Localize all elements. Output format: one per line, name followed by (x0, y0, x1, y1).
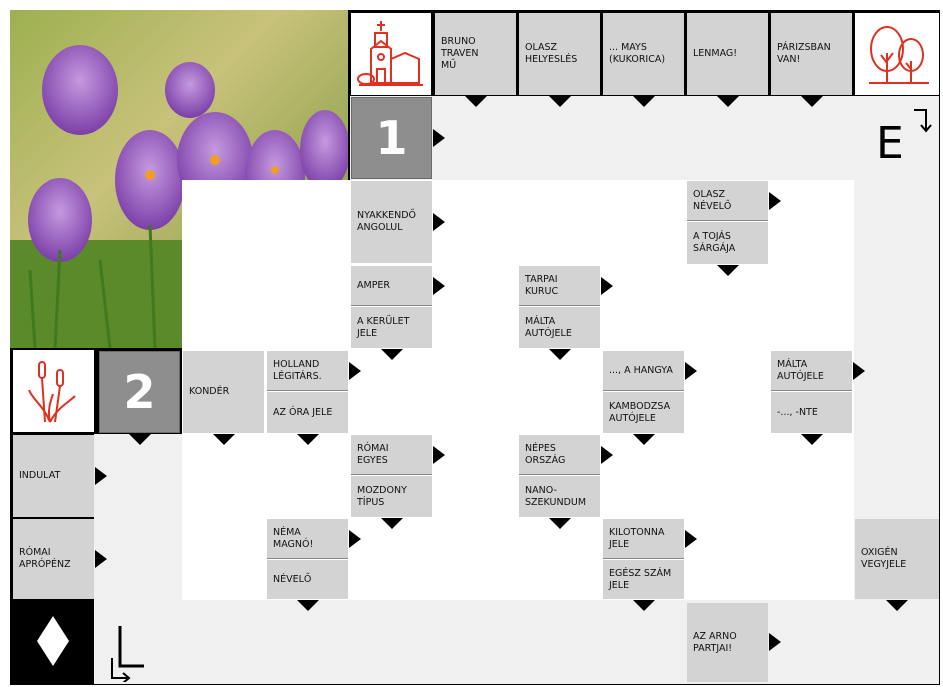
answer-area[interactable] (350, 96, 939, 180)
arrow-down-icon (801, 96, 823, 107)
clue-tojas-sargaja: A TOJÁS SÁRGÁJA (687, 222, 768, 264)
clue-bruno-traven: BRUNO TRAVEN MŰ (435, 13, 516, 95)
arrow-down-icon (717, 96, 739, 107)
arrow-right-icon (349, 362, 361, 380)
clue-kilotonna: KILOTONNA JELE (603, 519, 684, 559)
clue-lenmag: LENMAG! (687, 13, 768, 95)
church-icon (357, 21, 423, 86)
clue-hangya: ..., A HANGYA (603, 351, 684, 391)
arrow-right-icon (685, 530, 697, 548)
arrow-right-icon (769, 633, 781, 651)
arrow-down-icon (381, 349, 403, 360)
reeds-icon-cell (13, 350, 94, 432)
clue-nanoszekundum: NANO- SZEKUNDUM (519, 476, 600, 517)
crossword-board: 1 2 E BRUNO TRAVEN MŰ OLASZ HELYESLÉS ..… (10, 10, 940, 685)
number-1: 1 (351, 97, 432, 179)
arrow-down-icon (549, 96, 571, 107)
arrow-right-icon (95, 467, 107, 485)
arrow-down-icon (886, 600, 908, 611)
diamond-cell (13, 600, 94, 682)
clue-kambodzsa: KAMBODZSA AUTÓJELE (603, 392, 684, 433)
number-2: 2 (99, 351, 180, 433)
clue-nyakkendo: NYAKKENDŐ ANGOLUL (351, 181, 432, 263)
clue-amper: AMPER (351, 266, 432, 306)
clue-romai-apropenz: RÓMAI APRÓPÉNZ (13, 519, 94, 599)
arrow-right-icon (433, 277, 445, 295)
arrow-down-icon (633, 434, 655, 445)
clue-parizsban: PÁRIZSBAN VAN! (771, 13, 852, 95)
arrow-right-icon (769, 192, 781, 210)
arrow-right-icon (685, 362, 697, 380)
clue-oxigen: OXIGÉN VEGYJELE (855, 519, 939, 599)
clue-malta-1: MÁLTA AUTÓJELE (519, 307, 600, 348)
clue-egesz-szam: EGÉSZ SZÁM JELE (603, 560, 684, 599)
reeds-icon (28, 361, 76, 423)
arrow-right-icon (95, 550, 107, 568)
arrow-right-icon (433, 129, 445, 147)
clue-olasz-nevelo: OLASZ NÉVELŐ (687, 181, 768, 221)
arrow-down-icon (633, 600, 655, 611)
clue-mays: ... MAYS (KUKORICA) (603, 13, 684, 95)
down-turn-arrow-icon (914, 109, 932, 133)
arrow-down-icon (297, 434, 319, 445)
arrow-right-icon (433, 213, 445, 231)
clue-nte: -..., -NTE (771, 392, 852, 433)
clue-indulat: INDULAT (13, 435, 94, 517)
arrow-down-icon (717, 265, 739, 276)
clue-konder: KONDÉR (183, 351, 264, 433)
clue-malta-2: MÁLTA AUTÓJELE (771, 351, 852, 391)
arrow-down-icon (297, 600, 319, 611)
arrow-right-icon (433, 446, 445, 464)
arrow-right-icon (349, 530, 361, 548)
answer-area[interactable] (854, 180, 939, 434)
clue-nevelo: NÉVELŐ (267, 560, 348, 599)
clue-arno: AZ ARNO PARTJAI! (687, 603, 768, 682)
start-letter: E (876, 118, 904, 169)
clue-nema-magno: NÉMA MAGNÓ! (267, 519, 348, 559)
arrow-right-icon (853, 362, 865, 380)
clue-holland: HOLLAND LÉGITÁRS. (267, 351, 348, 391)
clue-romai-egyes: RÓMAI EGYES (351, 435, 432, 475)
arrow-down-icon (549, 349, 571, 360)
end-corner-icon (111, 626, 144, 682)
answer-area[interactable] (94, 434, 182, 600)
trees-icon (869, 26, 929, 84)
arrow-down-icon (213, 434, 235, 445)
diamond-icon (37, 616, 69, 666)
clue-ora-jele: AZ ÓRA JELE (267, 392, 348, 433)
arrow-down-icon (465, 96, 487, 107)
clue-mozdony: MOZDONY TÍPUS (351, 476, 432, 517)
trees-icon-cell (855, 13, 939, 95)
church-icon-cell (351, 13, 431, 95)
arrow-down-icon (801, 434, 823, 445)
arrow-down-icon (549, 518, 571, 529)
clue-olasz-helyesles: OLASZ HELYESLÉS (519, 13, 600, 95)
clue-tarpai-kuruc: TARPAI KURUC (519, 266, 600, 306)
arrow-down-icon (633, 96, 655, 107)
clue-kerulet: A KERÜLET JELE (351, 307, 432, 348)
arrow-down-icon (129, 434, 151, 445)
arrow-right-icon (601, 277, 613, 295)
arrow-right-icon (601, 446, 613, 464)
clue-nepes-orszag: NÉPES ORSZÁG (519, 435, 600, 475)
arrow-down-icon (381, 518, 403, 529)
